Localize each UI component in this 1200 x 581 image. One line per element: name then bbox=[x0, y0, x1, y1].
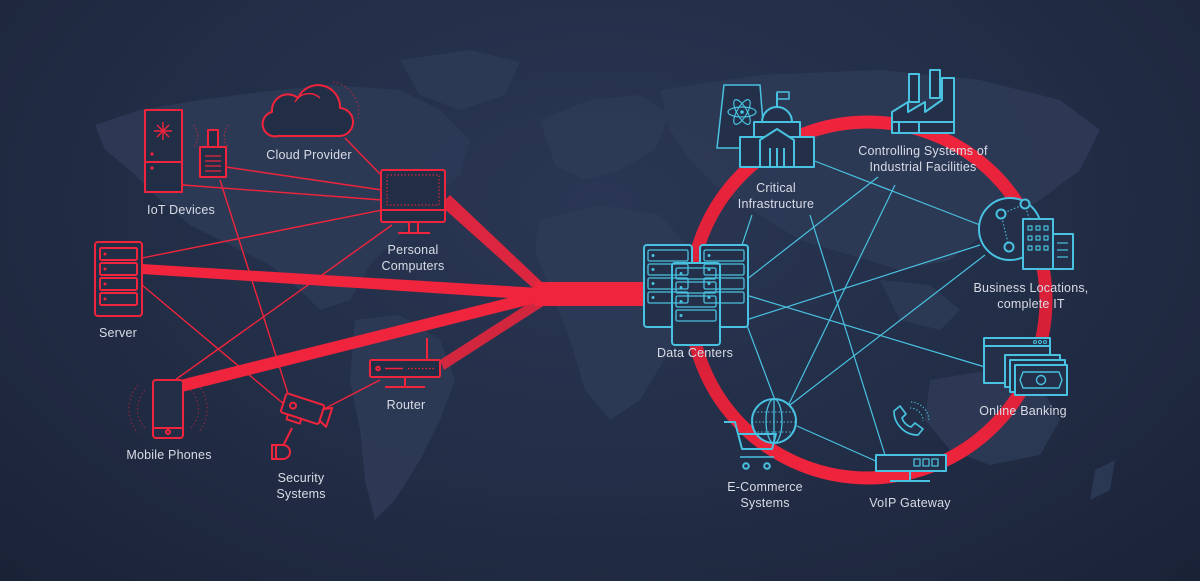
label-line: Security bbox=[277, 471, 325, 485]
label-line: Business Locations, bbox=[973, 281, 1089, 295]
voip-phone-icon bbox=[875, 401, 947, 482]
sensor-icon bbox=[193, 124, 229, 178]
link-critical-voip bbox=[809, 214, 886, 456]
router-icon bbox=[369, 338, 441, 388]
label-line: Systems bbox=[740, 496, 790, 510]
label-server: Server bbox=[99, 325, 137, 341]
funnel-mobile bbox=[180, 290, 540, 392]
shopping-cart-globe-icon bbox=[724, 398, 797, 470]
link-dc-banking bbox=[745, 294, 986, 368]
label-line: Critical bbox=[756, 181, 796, 195]
link-business-ecom bbox=[789, 254, 986, 406]
funnel-server bbox=[142, 264, 540, 300]
label-iot-devices: IoT Devices bbox=[147, 202, 215, 218]
label-line: complete IT bbox=[997, 297, 1065, 311]
link-sensor-pc bbox=[225, 166, 383, 191]
label-voip-gateway: VoIP Gateway bbox=[869, 495, 950, 511]
label-industrial-facilities: Controlling Systems of Industrial Facilit… bbox=[858, 143, 987, 175]
link-fridge-pc bbox=[182, 184, 383, 201]
link-industrial-dc bbox=[745, 176, 879, 281]
server-rack-icon bbox=[94, 241, 143, 317]
label-line: E-Commerce bbox=[727, 480, 803, 494]
security-camera-icon bbox=[271, 392, 334, 460]
label-line: Server bbox=[98, 326, 138, 340]
label-router: Router bbox=[387, 397, 426, 413]
link-server-security bbox=[141, 284, 286, 406]
label-line: Systems bbox=[276, 487, 326, 501]
label-online-banking: Online Banking bbox=[979, 403, 1067, 419]
label-line: IoT Devices bbox=[147, 203, 215, 217]
label-line: VoIP Gateway bbox=[869, 496, 951, 510]
label-business-locations: Business Locations, complete IT bbox=[974, 280, 1089, 312]
label-data-centers: Data Centers bbox=[657, 345, 733, 361]
monitor-icon bbox=[380, 169, 446, 234]
link-ecom-voip bbox=[796, 425, 879, 463]
smartphone-icon bbox=[128, 379, 208, 439]
cloud-icon bbox=[261, 81, 360, 138]
source-links bbox=[141, 137, 393, 411]
label-line: Data Centers bbox=[656, 346, 734, 360]
label-line: Infrastructure bbox=[737, 197, 815, 211]
label-cloud-provider: Cloud Provider bbox=[266, 147, 351, 163]
label-line: Computers bbox=[381, 259, 445, 273]
label-line: Router bbox=[386, 398, 426, 412]
link-router-security bbox=[321, 379, 381, 411]
link-industrial-ecom bbox=[785, 184, 896, 411]
datacenter-servers-icon bbox=[643, 244, 749, 346]
banking-money-icon bbox=[983, 337, 1068, 396]
attack-funnel bbox=[142, 195, 645, 392]
factory-icon bbox=[891, 69, 955, 134]
fridge-icon bbox=[144, 109, 183, 193]
label-line: Cloud Provider bbox=[266, 148, 352, 162]
link-critical-dc bbox=[741, 214, 753, 246]
link-mobile-pc bbox=[174, 224, 393, 381]
link-cloud-pc bbox=[344, 137, 383, 177]
label-line: Online Banking bbox=[979, 404, 1067, 418]
target-links bbox=[741, 159, 986, 463]
link-server-pc bbox=[141, 209, 383, 259]
funnel-pc bbox=[440, 195, 545, 290]
link-business-dc bbox=[745, 244, 981, 321]
funnel-router bbox=[440, 296, 545, 370]
label-line: Controlling Systems of bbox=[858, 144, 988, 158]
link-critical-business bbox=[811, 159, 981, 226]
attack-beam bbox=[535, 282, 645, 306]
label-line: Industrial Facilities bbox=[869, 160, 977, 174]
link-dc-ecom bbox=[744, 319, 776, 401]
label-mobile-phones: Mobile Phones bbox=[126, 447, 211, 463]
power-plant-building-icon bbox=[716, 84, 815, 168]
office-network-icon bbox=[978, 197, 1074, 270]
label-line: Personal bbox=[387, 243, 439, 257]
label-line: Mobile Phones bbox=[126, 448, 212, 462]
